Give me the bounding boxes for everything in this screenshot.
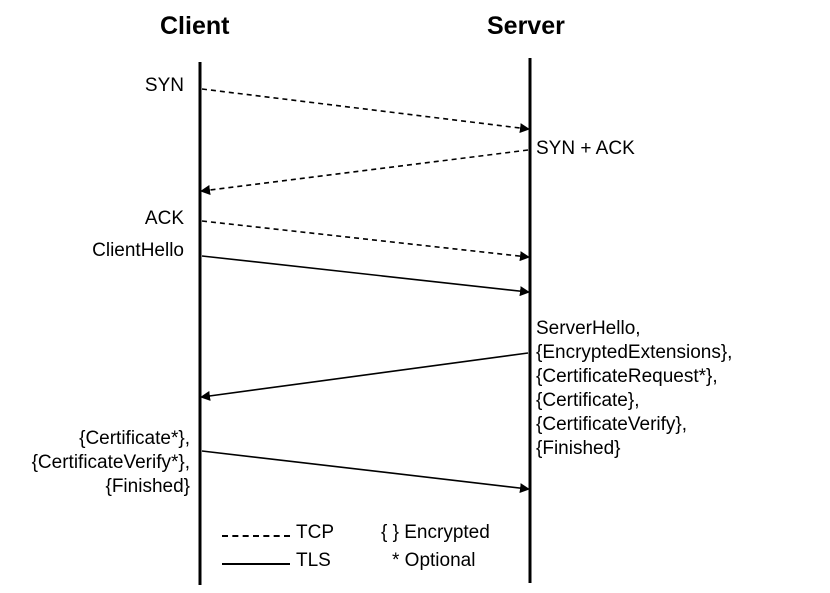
legend-tls-line — [222, 563, 290, 565]
legend-tcp-line — [222, 535, 290, 537]
client-flight-arrow — [201, 450, 530, 494]
server-flight-line: {CertificateRequest*}, — [536, 366, 718, 387]
client-flight-label: {Certificate*}, {CertificateVerify*}, {F… — [32, 427, 190, 499]
server-flight-line: {Finished} — [536, 438, 621, 459]
client-hello-arrow — [201, 255, 530, 297]
client-flight-line: {Certificate*}, — [79, 428, 190, 449]
server-flight-line: ServerHello, — [536, 318, 641, 339]
syn-arrow — [201, 88, 530, 133]
server-header: Server — [487, 12, 565, 40]
legend-tls-label: TLS — [296, 550, 331, 571]
legend-optional-label: * Optional — [392, 550, 476, 571]
server-flight-line: {EncryptedExtensions}, — [536, 342, 733, 363]
client-flight-line: {Finished} — [105, 476, 190, 497]
ack-label: ACK — [144, 208, 184, 229]
syn-ack-arrow — [200, 149, 529, 195]
client-hello-label: ClientHello — [92, 240, 184, 261]
syn-ack-label: SYN + ACK — [536, 138, 635, 159]
server-flight-label: ServerHello, {EncryptedExtensions}, {Cer… — [536, 317, 732, 461]
ack-arrow — [201, 220, 530, 262]
legend-encrypted-label: { } Encrypted — [381, 522, 490, 543]
server-flight-line: {Certificate}, — [536, 390, 640, 411]
server-flight-arrow — [200, 352, 529, 401]
client-flight-line: {CertificateVerify*}, — [31, 452, 190, 473]
server-flight-line: {CertificateVerify}, — [536, 414, 688, 435]
syn-label: SYN — [144, 75, 184, 96]
client-header: Client — [160, 12, 230, 40]
legend-tcp-label: TCP — [296, 522, 334, 543]
